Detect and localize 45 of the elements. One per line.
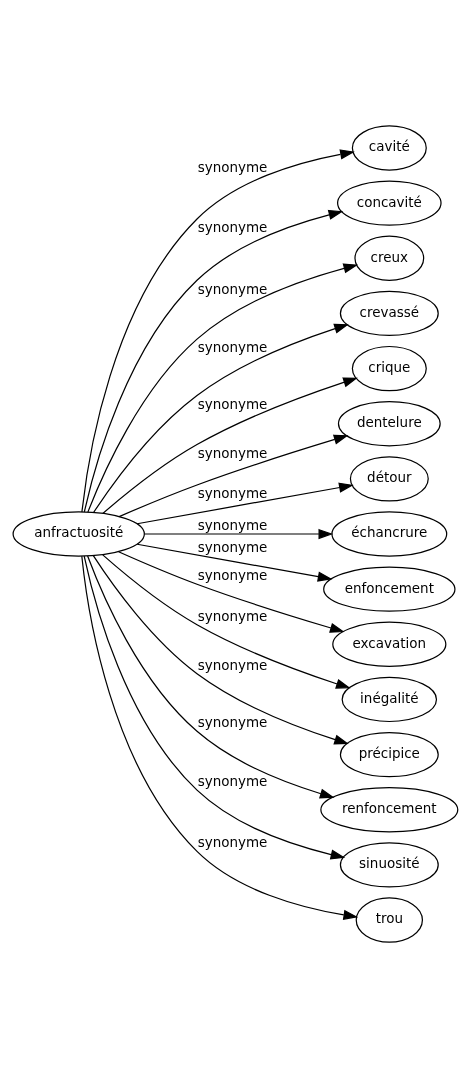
arrow [83,209,344,512]
edge-label: synonyme [197,444,268,461]
node-ellipse: détour [349,455,429,502]
edge-label: synonyme [197,566,268,583]
edge-label: synonyme [197,538,268,555]
edge-label: synonyme [197,833,268,850]
node-ellipse: trou [355,896,424,943]
edge-label: synonyme [197,158,268,175]
node-ellipse: dentelure [337,400,441,446]
arrow [93,323,349,513]
node-ellipse: anfractuosité [12,510,145,557]
arrow [87,554,335,799]
arrow [83,555,346,860]
node-ellipse: enfoncement [323,565,456,612]
node-ellipse: excavation [332,621,447,667]
edge-label: synonyme [197,484,268,501]
arrow [81,555,359,920]
arrow [117,550,345,633]
arrow [81,148,355,513]
edge-label: synonyme [197,607,268,624]
node-ellipse: concavité [337,179,442,226]
arrow [102,553,351,689]
node-ellipse: creux [354,235,425,281]
node-ellipse: échancrure [331,510,448,557]
edge-label: synonyme [197,656,268,673]
edge-label: synonyme [197,516,268,533]
arrow [102,376,358,514]
arrow [87,262,359,513]
arrow [92,554,349,745]
edge-label: synonyme [197,395,268,412]
node-ellipse: crique [351,345,427,391]
node-ellipse: précipice [339,731,439,777]
edge-label: synonyme [197,280,268,297]
edge-label: synonyme [197,772,268,789]
arrow [143,528,334,539]
arrow [136,543,333,582]
arrow [136,482,354,524]
node-ellipse: crevassé [339,290,439,336]
edge-label: synonyme [197,338,268,355]
edge-label: synonyme [197,713,268,730]
node-ellipse: inégalité [341,676,438,722]
arrow [118,434,349,517]
node-ellipse: sinuosité [339,841,439,888]
node-ellipse: cavité [351,124,427,171]
edge-label: synonyme [197,218,268,235]
